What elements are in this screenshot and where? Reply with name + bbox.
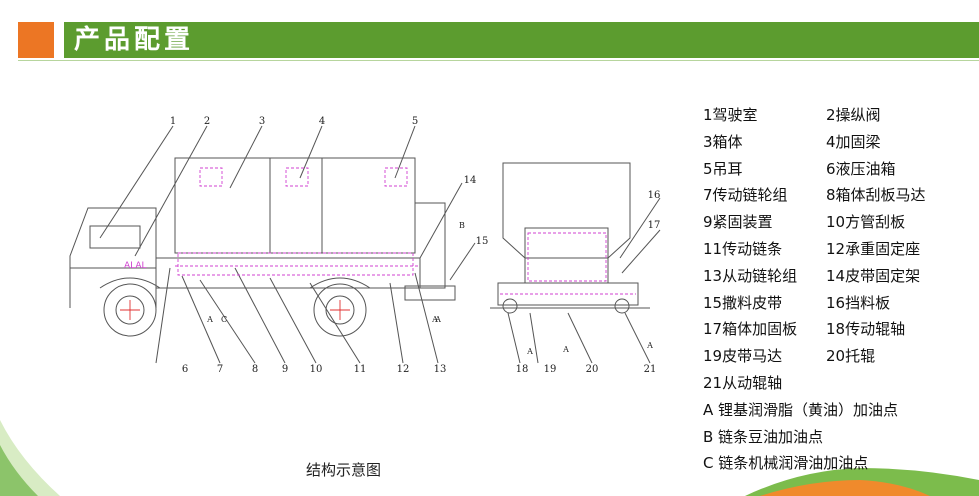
legend-item: 13从动链轮组	[703, 266, 798, 285]
legend-item: 14皮带固定架	[826, 266, 921, 285]
label-a-2: A	[431, 315, 438, 324]
bottom-left-swoosh	[0, 420, 60, 496]
legend-item: 21从动辊轴	[703, 373, 783, 392]
header-bar	[64, 22, 979, 58]
legend-item: 1驾驶室	[703, 106, 758, 124]
cab-mark: ALAL	[124, 261, 147, 271]
legend-item: 10方管刮板	[826, 213, 906, 232]
chassis-frame	[155, 257, 421, 289]
bottom-left-swoosh-inner	[0, 445, 38, 496]
label-14: 14	[464, 175, 477, 186]
label-7: 7	[217, 364, 223, 375]
label-19: 19	[544, 364, 557, 375]
rear-wheel	[313, 283, 367, 337]
legend-item: 6液压油箱	[826, 159, 896, 178]
label-b: B	[459, 221, 465, 230]
diagram-caption: 结构示意图	[306, 461, 382, 479]
header-underline	[18, 60, 979, 61]
label-12: 12	[397, 364, 410, 375]
label-18: 18	[516, 364, 529, 375]
legend-item: 9紧固装置	[703, 213, 773, 232]
cab-outline	[69, 207, 157, 308]
page-title: 产品配置	[74, 25, 195, 55]
label-2: 2	[204, 116, 210, 127]
legend-item: 8箱体刮板马达	[826, 186, 926, 205]
label-13: 13	[434, 364, 447, 375]
legend-item: 16挡料板	[826, 293, 891, 312]
rear-view-hopper	[502, 162, 631, 259]
legend-item: 5吊耳	[703, 159, 743, 178]
legend-item: 20托辊	[826, 347, 876, 366]
legend-item: 11传动链条	[703, 239, 783, 258]
cab-window	[89, 225, 141, 249]
label-8: 8	[252, 364, 258, 375]
rear-belt-unit	[415, 202, 446, 289]
front-wheel	[103, 283, 157, 337]
header-accent-square	[18, 22, 54, 58]
rear-view-frame	[497, 282, 639, 306]
label-a-3: A	[434, 315, 441, 324]
legend-item: 19皮带马达	[703, 347, 783, 366]
legend-item: 2操纵阀	[826, 106, 881, 124]
legend-item: 18传动辊轴	[826, 320, 906, 339]
legend-note-c: C 链条机械润滑油加油点	[703, 454, 869, 473]
label-c: C	[221, 315, 227, 324]
legend-item: 15撒料皮带	[703, 293, 783, 312]
legend-item: 3箱体	[703, 132, 743, 151]
legend-item: 7传动链轮组	[703, 186, 788, 205]
label-a-4: A	[526, 347, 533, 356]
label-a-5: A	[562, 345, 569, 354]
legend-item: 4加固梁	[826, 132, 881, 151]
label-1: 1	[170, 116, 176, 127]
label-20: 20	[586, 364, 599, 375]
legend-item: 17箱体加固板	[703, 320, 798, 339]
bottom-right-swoosh-orange	[760, 480, 930, 496]
label-16: 16	[648, 190, 661, 201]
label-15: 15	[476, 236, 489, 247]
section-header: 产品配置	[0, 19, 979, 61]
label-9: 9	[282, 364, 288, 375]
label-11: 11	[354, 364, 367, 375]
legend-note-a: A 锂基润滑脂（黄油）加油点	[703, 400, 899, 419]
label-a-1: A	[206, 315, 213, 324]
label-4: 4	[319, 116, 325, 127]
structure-diagram: ALAL 1 2 3 4 5 6 7 8 9 10 11 12 13 14 15…	[69, 116, 661, 375]
label-17: 17	[648, 220, 661, 231]
label-a-6: A	[646, 341, 653, 350]
label-10: 10	[310, 364, 323, 375]
label-21: 21	[644, 364, 657, 375]
legend-note-b: B 链条豆油加油点	[703, 427, 824, 446]
label-3: 3	[259, 116, 265, 127]
label-5: 5	[412, 116, 418, 127]
label-6: 6	[182, 364, 188, 375]
box-body	[174, 157, 416, 254]
legend-item: 12承重固定座	[826, 239, 921, 258]
